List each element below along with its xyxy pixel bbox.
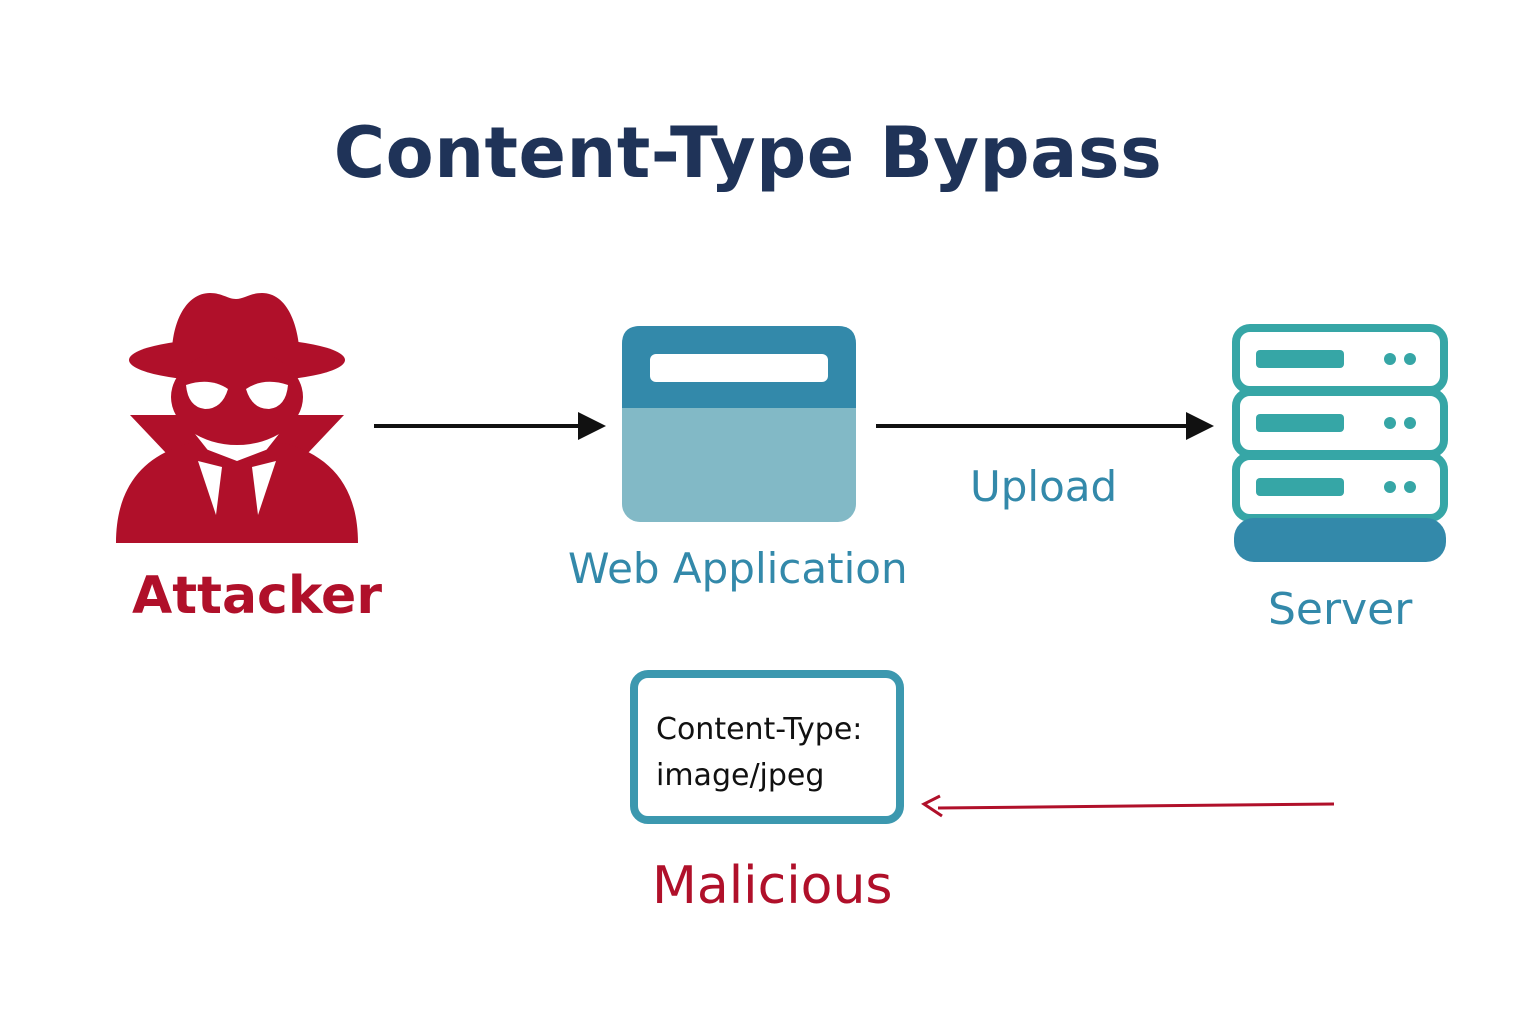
diagram-title: Content-Type Bypass [333, 112, 1163, 194]
browser-window-icon [622, 326, 856, 522]
arrow-webapp-to-server [876, 412, 1214, 440]
header-line-1: Content-Type: [656, 712, 863, 747]
server-label: Server [1268, 584, 1413, 635]
header-line-2: image/jpeg [656, 758, 825, 793]
content-type-header-box: Content-Type: image/jpeg [630, 670, 904, 824]
spy-icon [116, 293, 358, 543]
malicious-label: Malicious [652, 856, 893, 916]
attacker-label: Attacker [132, 566, 382, 626]
upload-label: Upload [970, 462, 1118, 511]
web-application-label: Web Application [568, 544, 908, 593]
arrow-server-to-header-box [921, 794, 1335, 818]
arrow-attacker-to-webapp [374, 412, 606, 440]
server-stack-icon [1232, 324, 1448, 562]
